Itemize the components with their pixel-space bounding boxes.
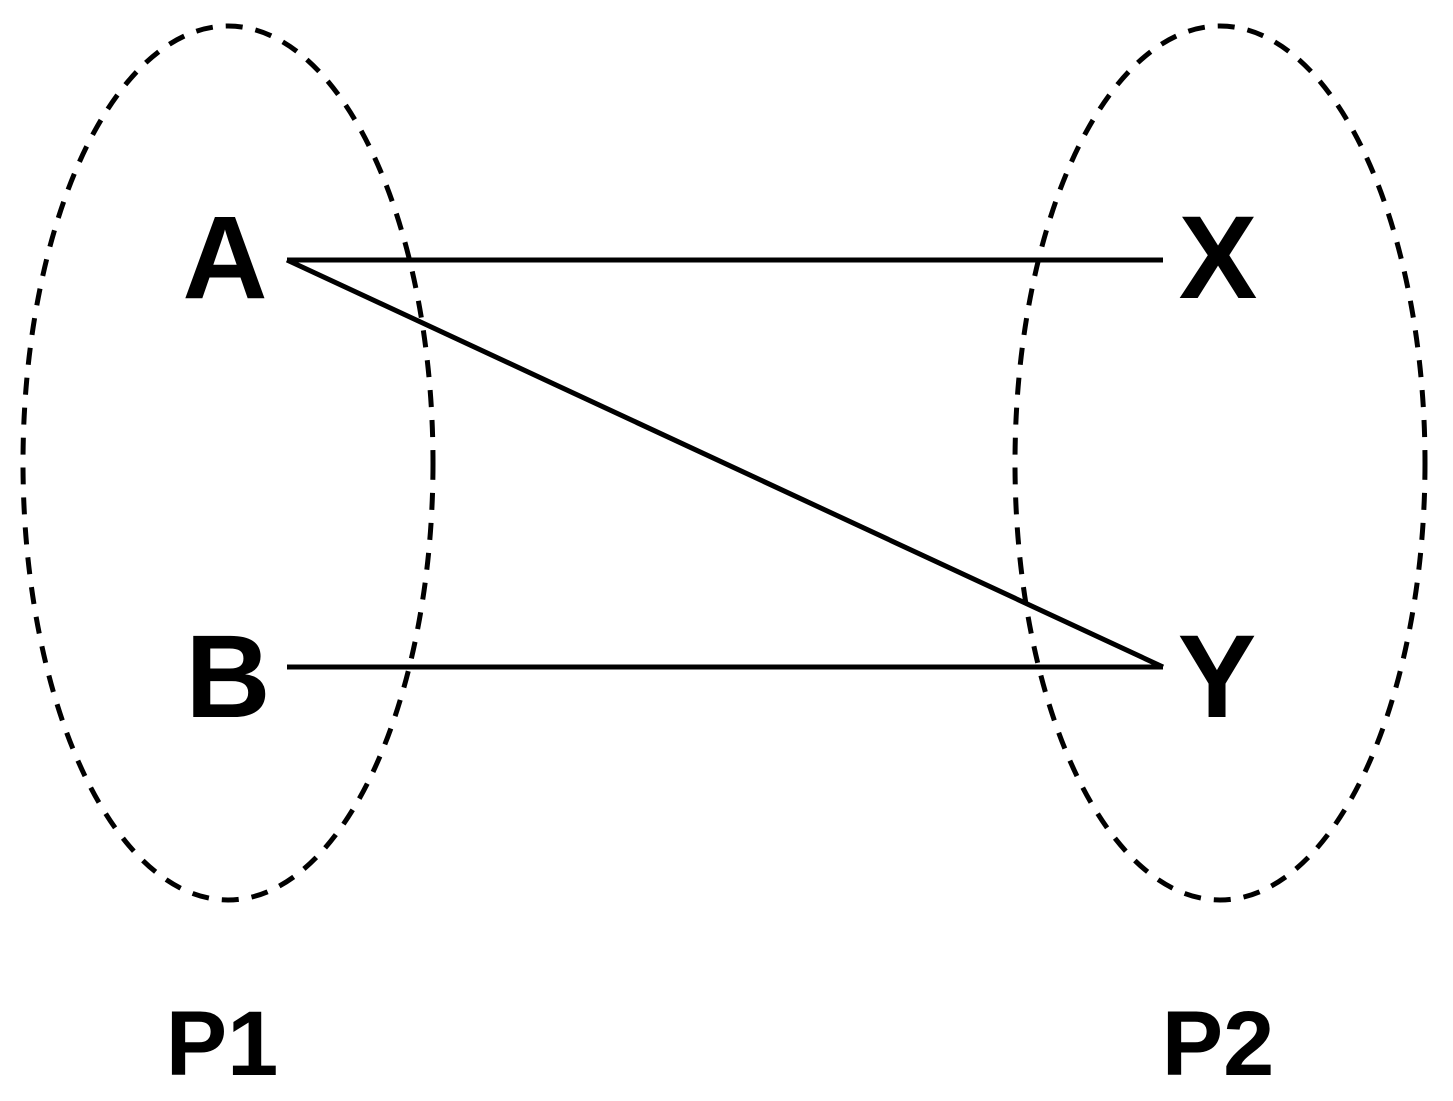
edge-a-y — [285, 257, 1165, 670]
node-label-b: B — [185, 611, 270, 743]
partition-p2-outline — [1012, 23, 1428, 903]
node-label-x: X — [1179, 192, 1258, 324]
node-label-a: A — [182, 192, 267, 324]
partition-label-p2: P2 — [1162, 993, 1275, 1095]
partition-p1-outline — [20, 23, 436, 903]
partition-label-p1: P1 — [166, 993, 279, 1095]
node-label-y: Y — [1178, 611, 1257, 743]
